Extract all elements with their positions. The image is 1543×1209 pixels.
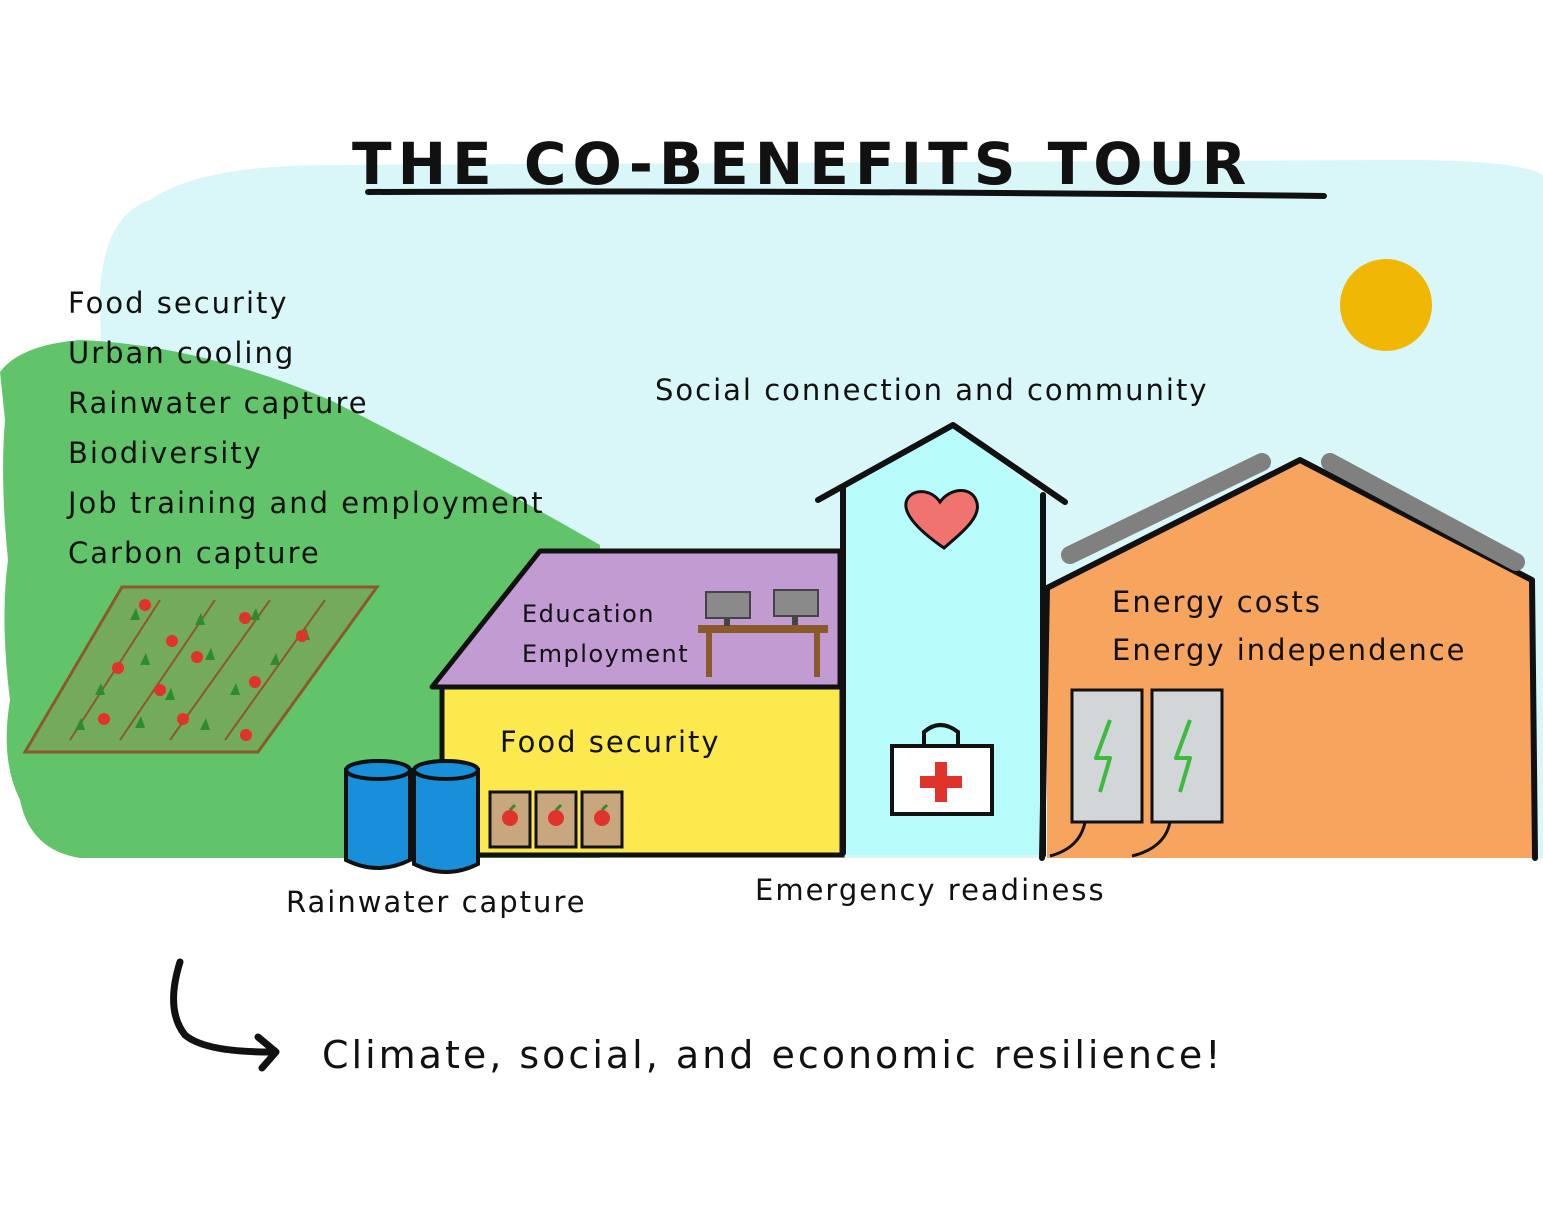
solar-house: Energy costs Energy independence bbox=[1039, 453, 1538, 861]
tomato bbox=[154, 684, 166, 696]
title-underline bbox=[365, 188, 1327, 199]
school-roof-label: Education bbox=[522, 600, 655, 628]
rain-barrels-label: Rainwater capture bbox=[286, 885, 587, 919]
solar-roof-panel bbox=[1061, 453, 1271, 564]
tomato bbox=[177, 713, 189, 725]
computer-monitor-icon bbox=[773, 589, 819, 625]
garden-benefit: Urban cooling bbox=[68, 336, 295, 370]
community-center-bottom-label: Emergency readiness bbox=[755, 873, 1106, 907]
plant bbox=[195, 613, 205, 625]
plant bbox=[270, 653, 280, 665]
rain-barrels bbox=[344, 759, 480, 874]
garden-bed bbox=[22, 585, 380, 754]
plant bbox=[130, 608, 140, 620]
solar-house-label: Energy independence bbox=[1112, 633, 1466, 667]
plant bbox=[205, 648, 215, 660]
school-roof-label: Employment bbox=[522, 640, 689, 668]
tomato bbox=[239, 612, 251, 624]
apple-icon bbox=[548, 810, 564, 826]
community-center-top-label: Social connection and community bbox=[655, 373, 1209, 407]
battery-unit bbox=[1049, 688, 1144, 858]
apple-crate bbox=[534, 790, 578, 849]
garden-benefit: Job training and employment bbox=[66, 486, 545, 520]
tomato bbox=[166, 635, 178, 647]
community-center bbox=[815, 422, 1068, 858]
arrow-icon bbox=[170, 958, 280, 1072]
tomato bbox=[240, 729, 252, 741]
plant bbox=[165, 688, 175, 700]
plant bbox=[95, 683, 105, 695]
apple-icon bbox=[594, 810, 610, 826]
apple-crate bbox=[488, 790, 532, 849]
apple-crate bbox=[580, 790, 624, 849]
plant bbox=[250, 608, 260, 620]
solar-house-label: Energy costs bbox=[1112, 585, 1322, 619]
tomato bbox=[98, 713, 110, 725]
rain-barrel bbox=[344, 759, 412, 870]
first-aid-kit-icon bbox=[890, 723, 994, 816]
computer-desk bbox=[698, 589, 828, 677]
lightning-bolt-icon bbox=[1094, 719, 1112, 793]
plant bbox=[135, 716, 145, 728]
battery-unit bbox=[1131, 688, 1224, 858]
food-crates bbox=[488, 790, 624, 849]
rain-barrel bbox=[412, 759, 480, 874]
plant bbox=[200, 718, 210, 730]
tomato bbox=[249, 676, 261, 688]
garden-benefit: Biodiversity bbox=[68, 436, 263, 470]
garden-benefit: Rainwater capture bbox=[68, 386, 369, 420]
apple-icon bbox=[502, 810, 518, 826]
sun-icon bbox=[1340, 259, 1432, 351]
plant bbox=[75, 718, 85, 730]
heart-icon bbox=[904, 489, 979, 550]
solar-roof-panel bbox=[1321, 453, 1525, 571]
tomato bbox=[296, 630, 308, 642]
garden-benefit: Food security bbox=[68, 286, 289, 320]
tagline: Climate, social, and economic resilience… bbox=[322, 1033, 1223, 1077]
computer-monitor-icon bbox=[705, 591, 751, 626]
plant bbox=[140, 653, 150, 665]
tomato bbox=[191, 651, 203, 663]
tomato bbox=[112, 662, 124, 674]
plant bbox=[230, 683, 240, 695]
tomato bbox=[139, 599, 151, 611]
lightning-bolt-icon bbox=[1174, 719, 1192, 793]
garden-benefits-list: Food security Urban cooling Rainwater ca… bbox=[66, 286, 545, 570]
page-title: THE CO-BENEFITS TOUR bbox=[352, 130, 1252, 198]
garden-benefit: Carbon capture bbox=[68, 536, 321, 570]
school-building: Education Employment Food security bbox=[429, 548, 845, 858]
school-wall-label: Food security bbox=[500, 725, 721, 759]
